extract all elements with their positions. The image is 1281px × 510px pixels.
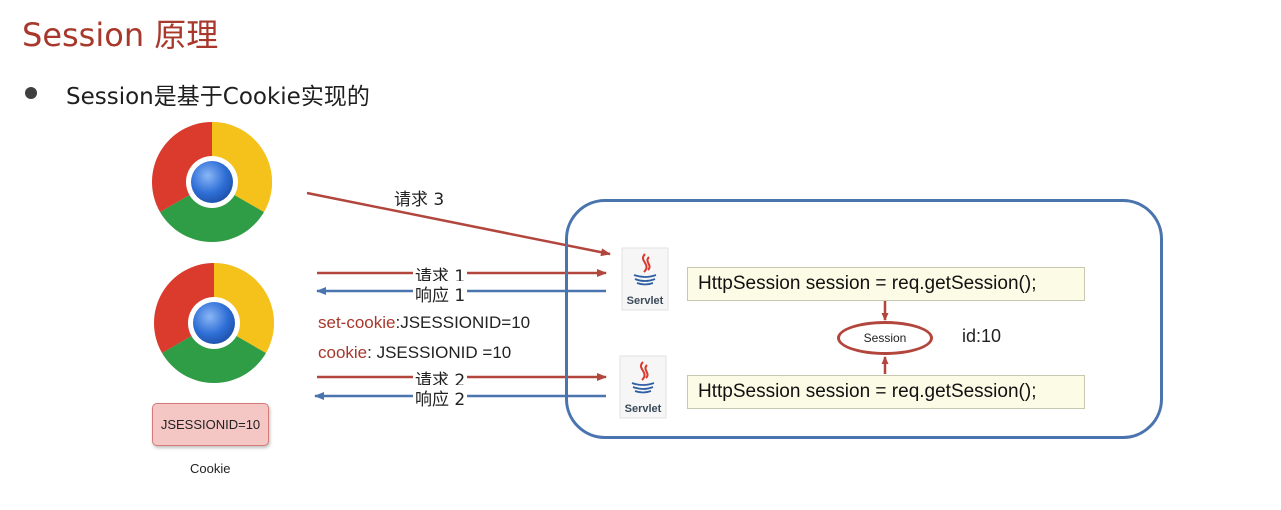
session-oval: Session — [837, 321, 933, 355]
request3-arrow — [306, 191, 611, 257]
cookie-chip: JSESSIONID=10 — [152, 403, 269, 446]
response2-label: 响应 2 — [413, 385, 468, 410]
chrome-icon — [152, 122, 272, 242]
page-title: Session 原理 — [22, 16, 219, 54]
request3-label: 请求 3 — [394, 190, 445, 210]
set-cookie-key: set-cookie — [318, 313, 396, 332]
cookie-caption: Cookie — [190, 461, 231, 476]
cookie-value: : JSESSIONID =10 — [367, 343, 512, 362]
cookie-key: cookie — [318, 343, 368, 362]
session-id-label: id:10 — [962, 326, 1002, 346]
set-cookie-header: set-cookie:JSESSIONID=10 — [318, 313, 530, 333]
bullet-dot — [25, 87, 37, 99]
code-line-top: HttpSession session = req.getSession(); — [687, 267, 1085, 301]
code-line-bottom: HttpSession session = req.getSession(); — [687, 375, 1085, 409]
server-container — [565, 199, 1163, 439]
servlet-java-icon: Servlet — [621, 247, 669, 311]
servlet-java-icon: Servlet — [619, 355, 667, 419]
cookie-header: cookie: JSESSIONID =10 — [318, 343, 511, 363]
response1-label: 响应 1 — [413, 281, 468, 306]
chrome-icon — [154, 263, 274, 383]
bullet-text: Session是基于Cookie实现的 — [66, 84, 370, 110]
servlet-label: Servlet — [627, 295, 664, 307]
servlet-label: Servlet — [625, 403, 662, 415]
set-cookie-value: :JSESSIONID=10 — [395, 313, 531, 332]
